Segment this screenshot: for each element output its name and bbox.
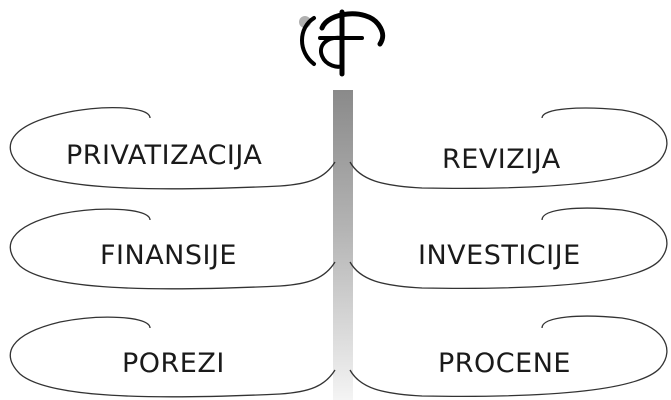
menu-item-outline	[9, 316, 336, 398]
menu-item-privatizacija[interactable]: PRIVATIZACIJA	[0, 100, 340, 208]
center-pillar	[333, 90, 353, 400]
menu-item-label: FINANSIJE	[100, 240, 237, 271]
menu-item-label: POREZI	[122, 348, 225, 379]
menu-item-procene[interactable]: PROCENE	[342, 308, 671, 400]
menu-item-outline	[9, 208, 336, 290]
menu-item-label: REVIZIJA	[442, 144, 561, 175]
menu-item-outline	[9, 106, 336, 190]
menu-item-label: PROCENE	[438, 348, 571, 379]
menu-item-label: INVESTICIJE	[418, 240, 581, 271]
menu-item-outline	[349, 107, 668, 190]
menu-item-outline	[349, 207, 668, 290]
menu-item-revizija[interactable]: REVIZIJA	[342, 100, 671, 208]
menu-item-finansije[interactable]: FINANSIJE	[0, 200, 340, 308]
menu-item-outline	[349, 315, 668, 398]
menu-item-investicije[interactable]: INVESTICIJE	[342, 200, 671, 308]
company-logo-icon[interactable]	[292, 8, 392, 80]
menu-item-porezi[interactable]: POREZI	[0, 308, 340, 400]
menu-item-label: PRIVATIZACIJA	[66, 140, 263, 171]
